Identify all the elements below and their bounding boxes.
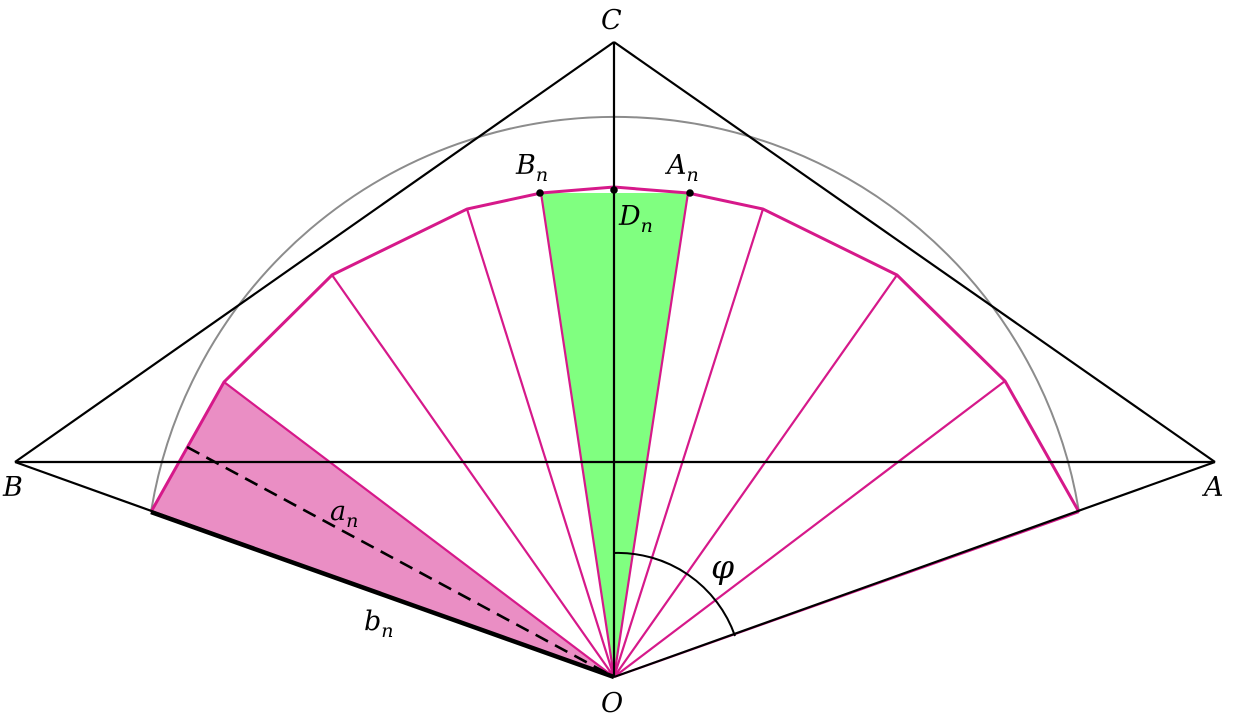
label-b-n-sub: n	[381, 620, 393, 642]
pink-sector	[151, 382, 614, 677]
radius	[613, 274, 898, 678]
point-D-n	[610, 186, 618, 194]
side-b-n	[150, 509, 615, 680]
radius	[612, 208, 765, 678]
point-A-n	[686, 189, 694, 197]
label-A-n: An	[664, 150, 699, 186]
point-B-n	[536, 189, 544, 197]
segment-C-A	[613, 41, 1216, 463]
label-B: B	[2, 472, 23, 503]
label-D-n-main: D	[618, 201, 641, 232]
label-C: C	[601, 5, 622, 36]
label-D-n: Dn	[618, 201, 653, 237]
radius	[465, 208, 616, 678]
label-O: O	[601, 688, 623, 719]
label-phi: φ	[711, 547, 734, 586]
dashed-a-n	[186, 445, 615, 679]
radius	[613, 380, 1006, 678]
label-a-n-sub: n	[346, 510, 358, 532]
label-B-n-sub: n	[536, 164, 548, 186]
label-b-n: bn	[364, 606, 394, 642]
angle-phi-arc	[613, 551, 736, 637]
label-D-n-sub: n	[641, 215, 653, 237]
label-A-n-sub: n	[687, 164, 699, 186]
segment-A-O	[613, 460, 1216, 679]
radius	[612, 192, 690, 678]
label-A-n-main: A	[664, 150, 687, 181]
segment-C-B	[14, 41, 615, 463]
label-a-n: an	[330, 496, 358, 532]
radius	[539, 192, 616, 678]
outer-triangle	[14, 41, 1216, 679]
label-A: A	[1201, 472, 1224, 503]
label-a-n-main: a	[330, 496, 346, 527]
label-B-n: Bn	[515, 150, 548, 186]
radius	[331, 274, 615, 678]
label-b-n-main: b	[364, 606, 381, 637]
radius	[223, 381, 615, 678]
label-B-n-main: B	[515, 150, 536, 181]
